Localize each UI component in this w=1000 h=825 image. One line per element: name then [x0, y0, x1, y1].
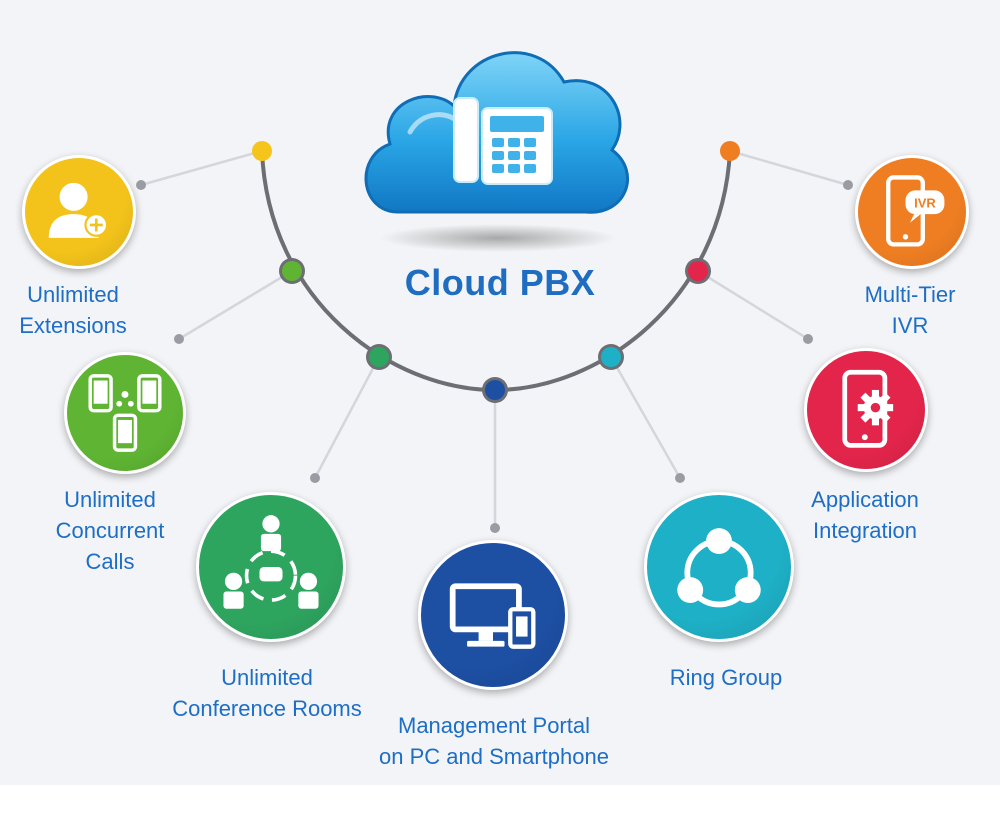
connector-dot [174, 334, 184, 344]
arc-node [282, 261, 302, 281]
label-line: Integration [794, 515, 936, 546]
arc-node [720, 141, 740, 161]
ivr-badge-text: IVR [914, 196, 936, 211]
label-line: Multi-Tier [840, 279, 980, 310]
arc-node [369, 347, 389, 367]
monitor-phone-icon [418, 540, 568, 690]
user-add-icon [22, 155, 136, 269]
feature-label-management-portal: Management Portal on PC and Smartphone [368, 710, 620, 772]
label-line: Extensions [2, 310, 144, 341]
phone-gear-icon [804, 348, 928, 472]
label-line: Unlimited [164, 662, 370, 693]
feature-label-app-integration: Application Integration [794, 484, 936, 546]
ring-group-icon [644, 492, 794, 642]
feature-label-extensions: Unlimited Extensions [2, 279, 144, 341]
label-line: Unlimited [40, 484, 180, 515]
connector-dot [675, 473, 685, 483]
label-line: Management Portal [368, 710, 620, 741]
feature-label-conference-rooms: Unlimited Conference Rooms [164, 662, 370, 724]
arc-node [688, 261, 708, 281]
feature-label-ring-group: Ring Group [646, 662, 806, 693]
arc-node [252, 141, 272, 161]
label-line: Calls [40, 546, 180, 577]
connector-dot [843, 180, 853, 190]
phones-icon [64, 352, 186, 474]
label-line: Concurrent [40, 515, 180, 546]
label-line: Unlimited [2, 279, 144, 310]
arc-node [601, 347, 621, 367]
connector-dot [136, 180, 146, 190]
cloud-phone-icon [350, 22, 640, 262]
connector-dot [490, 523, 500, 533]
label-line: Application [794, 484, 936, 515]
feature-label-concurrent-calls: Unlimited Concurrent Calls [40, 484, 180, 577]
feature-label-multi-tier-ivr: Multi-Tier IVR [840, 279, 980, 341]
label-line: on PC and Smartphone [368, 741, 620, 772]
label-line: Ring Group [646, 662, 806, 693]
arc-node [485, 380, 505, 400]
conference-icon [196, 492, 346, 642]
connector-dot [310, 473, 320, 483]
phone-ivr-icon: IVR [855, 155, 969, 269]
connector-dot [803, 334, 813, 344]
cloud-pbx-diagram: Cloud PBX Unlimited Extensions [0, 0, 1000, 785]
label-line: Conference Rooms [164, 693, 370, 724]
label-line: IVR [840, 310, 980, 341]
center-title: Cloud PBX [380, 262, 620, 304]
